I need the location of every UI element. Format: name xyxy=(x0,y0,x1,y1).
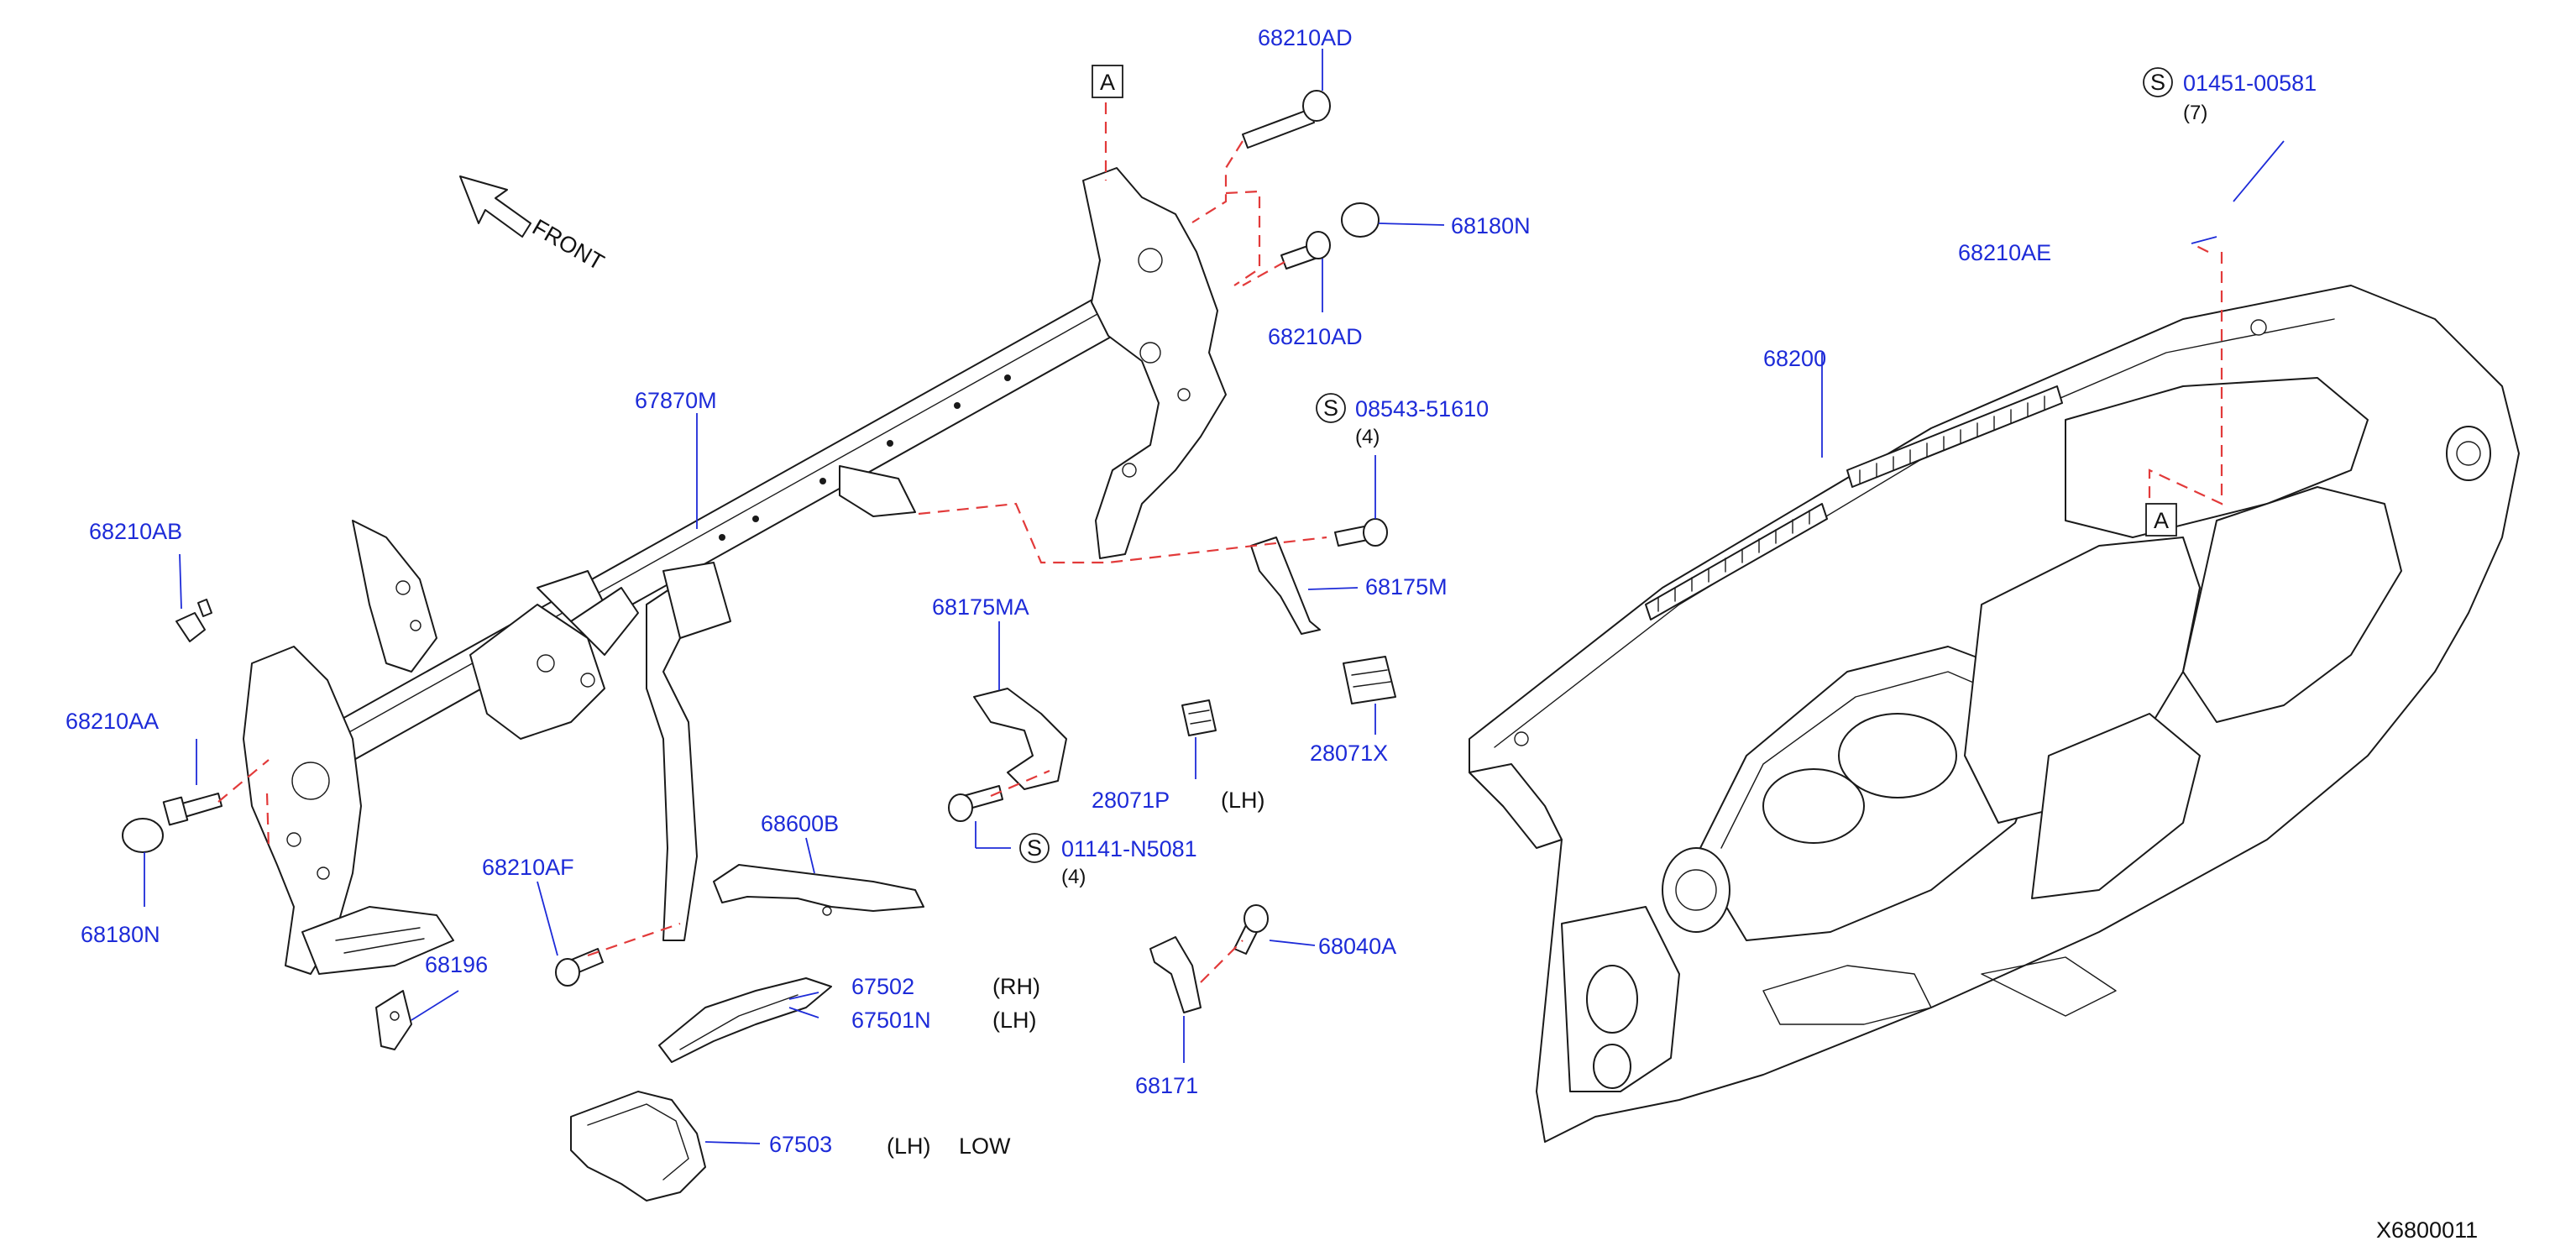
label-68600B[interactable]: 68600B xyxy=(761,811,839,836)
sensor-28071P xyxy=(1181,699,1217,736)
front-arrow: FRONT xyxy=(459,175,609,275)
bracket-68171 xyxy=(1149,936,1202,1013)
bolt-68210AF xyxy=(555,948,604,987)
label-01451-00581[interactable]: 01451-00581 xyxy=(2183,71,2317,96)
note-lh-67501N: (LH) xyxy=(992,1008,1037,1033)
bracket-68175M xyxy=(1250,537,1321,635)
label-28071X[interactable]: 28071X xyxy=(1310,741,1388,766)
note-lh-67503: (LH) xyxy=(887,1133,931,1159)
qty-08543: (4) xyxy=(1355,426,1380,448)
note-lh-28071P: (LH) xyxy=(1221,788,1265,813)
bracket-67503 xyxy=(570,1091,706,1202)
label-68175M[interactable]: 68175M xyxy=(1365,574,1448,599)
front-label: FRONT xyxy=(528,214,609,275)
plug-68180N-left xyxy=(122,818,164,853)
svg-text:A: A xyxy=(2154,508,2169,533)
bolt-08543 xyxy=(1334,518,1388,547)
bolt-68210AA xyxy=(162,793,223,826)
label-68180N-left[interactable]: 68180N xyxy=(81,922,160,947)
plug-68180N-top xyxy=(1341,202,1380,238)
bracket-67502-67501N xyxy=(658,977,832,1063)
ref-box-a-right: A xyxy=(2145,503,2177,537)
label-67501N[interactable]: 67501N xyxy=(851,1008,931,1033)
label-68040A[interactable]: 68040A xyxy=(1318,934,1396,959)
s-symbol: S xyxy=(1323,395,1338,421)
dashed-connectors xyxy=(217,102,2223,983)
label-68210AF[interactable]: 68210AF xyxy=(482,855,574,880)
clip-68210AB xyxy=(175,599,212,642)
bracket-68175MA xyxy=(973,688,1067,790)
bolt-68040A xyxy=(1233,904,1269,955)
bolt-68210AD-top xyxy=(1242,90,1331,149)
label-08543-51610[interactable]: 08543-51610 xyxy=(1355,396,1489,421)
label-68175MA[interactable]: 68175MA xyxy=(932,594,1029,620)
svg-text:A: A xyxy=(1100,70,1115,95)
label-68210AA[interactable]: 68210AA xyxy=(65,709,159,734)
label-68171[interactable]: 68171 xyxy=(1135,1073,1198,1098)
leader-lines xyxy=(144,49,2285,1144)
label-68200[interactable]: 68200 xyxy=(1763,346,1826,371)
label-68210AE[interactable]: 68210AE xyxy=(1958,240,2051,265)
ref-box-a-top: A xyxy=(1092,65,1123,98)
std-part-08543: S 08543-51610 (4) xyxy=(1316,393,1489,448)
note-rh: (RH) xyxy=(992,974,1040,999)
label-01141-N5081[interactable]: 01141-N5081 xyxy=(1061,836,1197,861)
label-28071P[interactable]: 28071P xyxy=(1092,788,1170,813)
qty-01451: (7) xyxy=(2183,102,2207,124)
s-symbol: S xyxy=(1027,835,1042,861)
part-labels: 68210AD 68210AD 68180N 67870M 68210AB 68… xyxy=(65,25,2051,1157)
qty-01141: (4) xyxy=(1061,866,1086,888)
sensor-28071X xyxy=(1343,656,1396,704)
bracket-68196 xyxy=(375,990,412,1050)
label-67870M[interactable]: 67870M xyxy=(635,388,717,413)
side-notes: (RH) (LH) (LH) (LH) LOW xyxy=(887,788,1265,1159)
bracket-68600B xyxy=(713,864,924,916)
std-part-01451: S 01451-00581 (7) xyxy=(2143,67,2317,124)
steering-member-illustration xyxy=(243,167,1227,975)
bolt-01141 xyxy=(948,785,1003,822)
diagram-code: X6800011 xyxy=(2376,1217,2478,1243)
bolt-68210AD-mid xyxy=(1280,231,1331,270)
label-68210AD-mid[interactable]: 68210AD xyxy=(1268,324,1363,349)
label-67503[interactable]: 67503 xyxy=(769,1132,832,1157)
label-68196[interactable]: 68196 xyxy=(425,952,488,977)
label-68210AB[interactable]: 68210AB xyxy=(89,519,182,544)
label-67502[interactable]: 67502 xyxy=(851,974,914,999)
note-low: LOW xyxy=(959,1133,1011,1159)
std-part-01141: S 01141-N5081 (4) xyxy=(1019,833,1197,888)
s-symbol: S xyxy=(2150,70,2165,95)
instrument-panel-illustration xyxy=(1469,285,2520,1143)
label-68180N-top[interactable]: 68180N xyxy=(1451,213,1531,238)
label-68210AD-top[interactable]: 68210AD xyxy=(1258,25,1353,50)
